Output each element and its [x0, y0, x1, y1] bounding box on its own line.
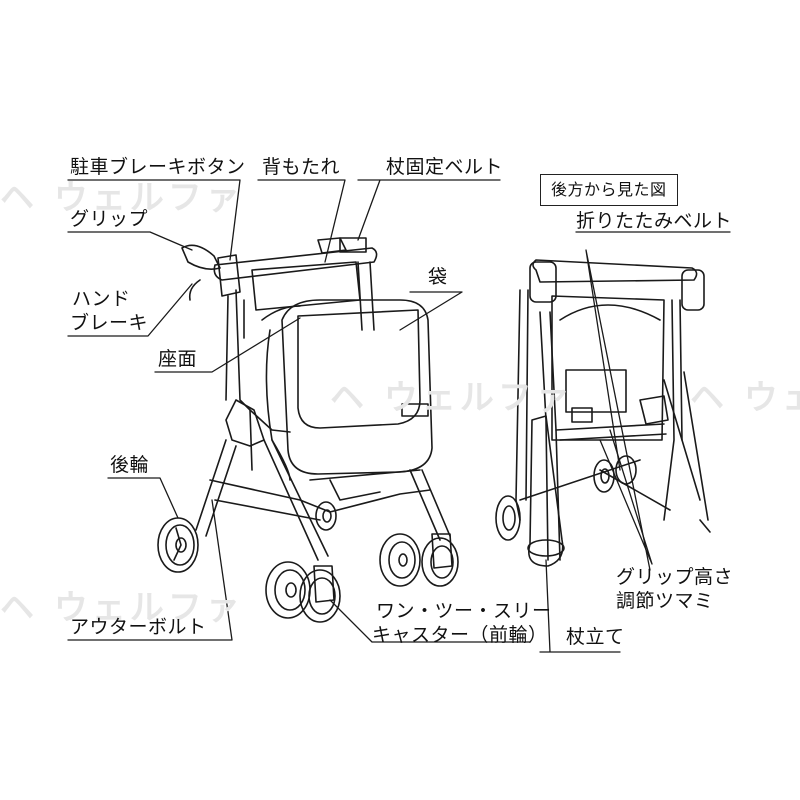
- rear-grip-right: [681, 269, 705, 311]
- handle-bar: [213, 247, 378, 281]
- rear-window: [565, 369, 627, 413]
- label-hand-brake-1: ハンド: [72, 288, 131, 310]
- watermark-mid: ヘ ウェルファ: [330, 378, 574, 418]
- grip-left: [181, 244, 221, 270]
- grip-right: [317, 237, 347, 254]
- label-grip-height-1: グリップ高さ: [616, 566, 734, 588]
- cane-belt-strap: [339, 237, 367, 253]
- label-backrest: 背もたれ: [262, 156, 341, 178]
- label-seat: 座面: [158, 348, 198, 370]
- rear-view-wheel-center: [593, 459, 615, 493]
- label-outer-bolt: アウターボルト: [70, 616, 207, 638]
- label-bag: 袋: [428, 266, 448, 288]
- rear-view-wheel-right: [615, 455, 637, 485]
- walker-rear-view: [495, 259, 711, 567]
- label-parking-brake-button: 駐車ブレーキボタン: [70, 156, 246, 178]
- watermark-left: ヘ ウェルファ: [0, 178, 244, 218]
- rear-backrest: [551, 295, 665, 441]
- brake-cable: [188, 279, 201, 301]
- watermark-right: ヘ ウェルファ: [690, 378, 800, 418]
- rear-handle-bar: [532, 259, 698, 283]
- bag: [281, 299, 433, 475]
- label-caster-2: キャスター（前輪）: [372, 624, 548, 646]
- side-joint: [225, 399, 265, 447]
- backrest: [251, 261, 361, 311]
- label-hand-brake-2: ブレーキ: [70, 312, 149, 334]
- leader-lines: [67, 179, 731, 653]
- label-folding-belt: 折りたたみベルト: [576, 210, 733, 232]
- front-caster-right: [379, 533, 459, 587]
- rear-small-wheel: [315, 501, 337, 531]
- label-cane-belt: 杖固定ベルト: [386, 156, 504, 178]
- label-caster-1: ワン・ツー・スリー: [376, 600, 552, 622]
- label-grip-height-2: 調節ツマミ: [616, 590, 714, 612]
- watermark-low: ヘ ウェルファ: [0, 588, 244, 628]
- walker-front-view: [157, 237, 459, 623]
- bag-tag: [401, 403, 429, 417]
- label-cane-stand: 杖立て: [566, 626, 625, 648]
- label-rear-view: 後方から見た図: [540, 174, 678, 206]
- rear-wheel: [157, 517, 199, 573]
- rear-grip-left: [529, 261, 557, 303]
- front-caster-left: [265, 561, 341, 623]
- label-rear-wheel: 後輪: [110, 454, 150, 476]
- label-grip: グリップ: [70, 208, 149, 230]
- rear-view-wheel-left: [495, 495, 521, 541]
